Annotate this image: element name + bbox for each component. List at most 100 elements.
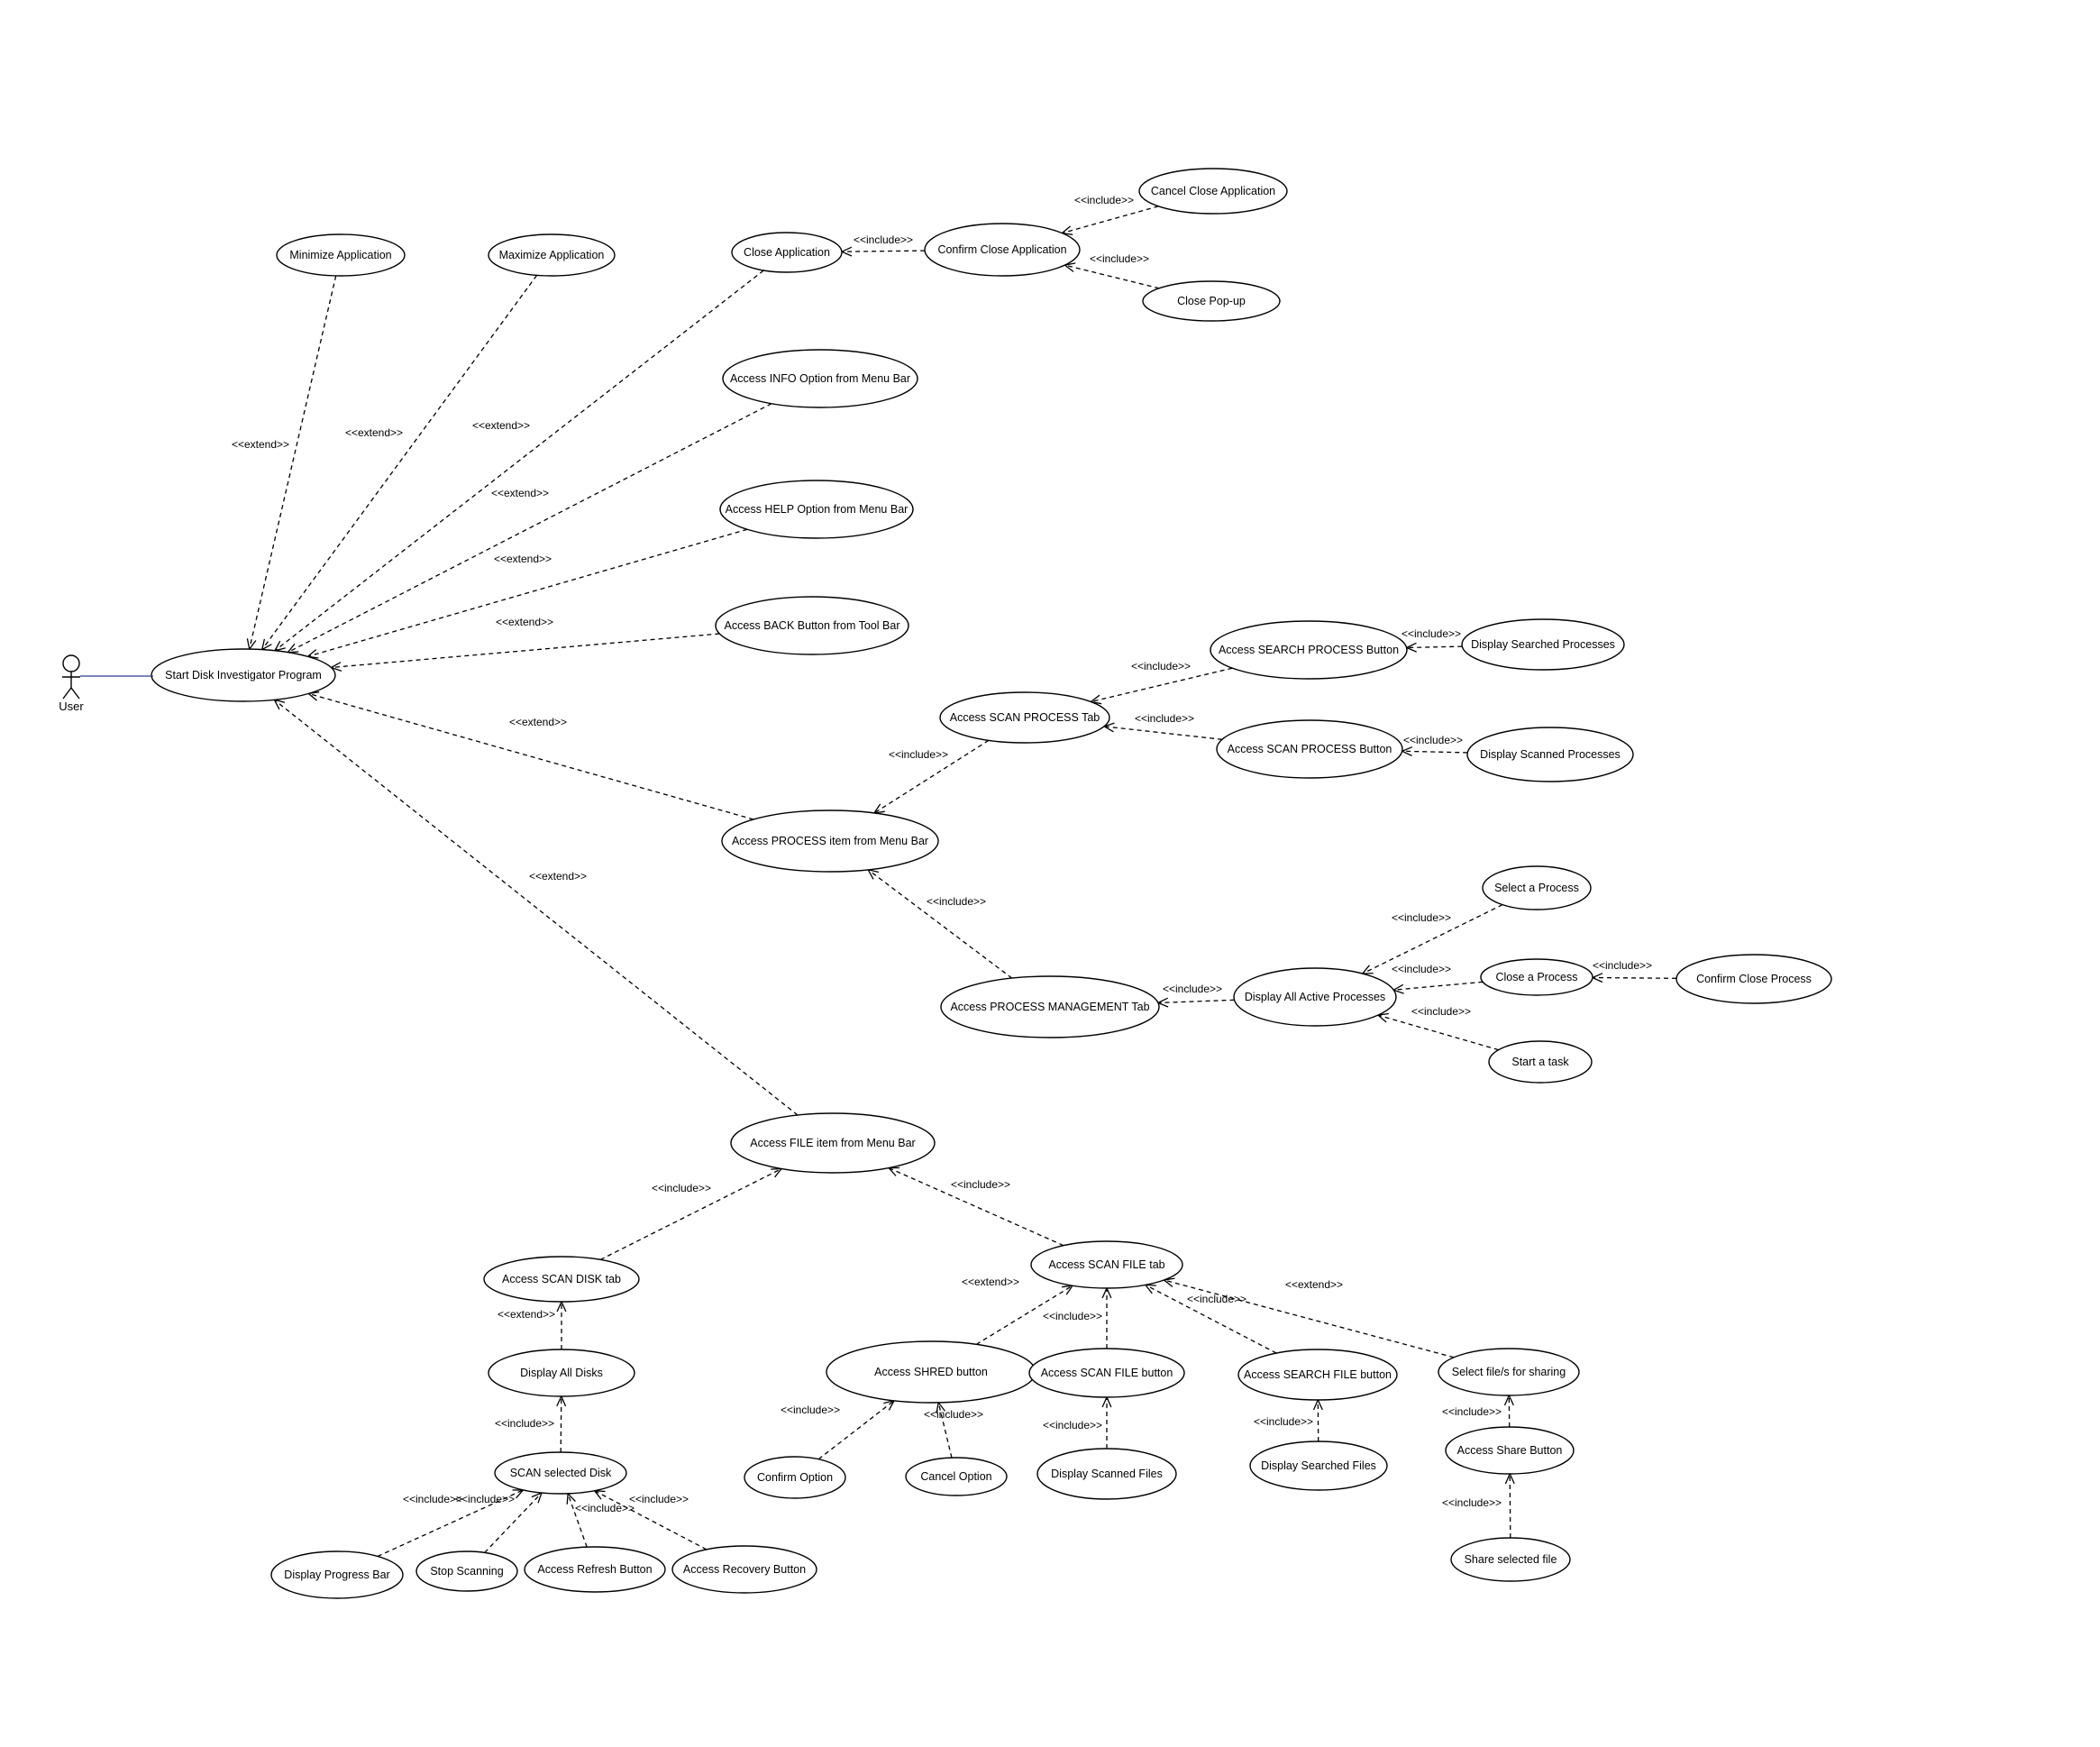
relation-line bbox=[1406, 645, 1463, 649]
use-case-disp-active-proc[interactable]: Display All Active Processes bbox=[1233, 967, 1397, 1027]
use-case-confirm-close-proc[interactable]: Confirm Close Process bbox=[1675, 954, 1832, 1004]
use-case-confirm-option[interactable]: Confirm Option bbox=[744, 1456, 846, 1499]
use-case-disp-searched-proc[interactable]: Display Searched Processes bbox=[1461, 618, 1625, 671]
use-case-process-item[interactable]: Access PROCESS item from Menu Bar bbox=[721, 809, 939, 873]
use-case-share-btn[interactable]: Access Share Button bbox=[1445, 1426, 1575, 1475]
use-case-disp-scanned-proc[interactable]: Display Scanned Processes bbox=[1466, 727, 1634, 782]
use-case-ellipse bbox=[1249, 1441, 1388, 1491]
use-case-label: Access Refresh Button bbox=[537, 1563, 652, 1576]
use-case-scan-disk-tab[interactable]: Access SCAN DISK tab bbox=[483, 1256, 640, 1303]
relation-label: <<include>> bbox=[1442, 1496, 1502, 1509]
relation-line bbox=[1509, 1473, 1511, 1539]
use-case-label: Display Scanned Files bbox=[1051, 1468, 1163, 1480]
relation-cancel_close_app-to-confirm_close_app: <<include>> bbox=[1060, 194, 1159, 235]
use-case-recovery-btn[interactable]: Access Recovery Button bbox=[671, 1545, 817, 1594]
relation-file_item-to-start: <<extend>> bbox=[273, 699, 799, 1116]
use-case-ellipse bbox=[1480, 958, 1593, 996]
use-case-label: Confirm Close Process bbox=[1696, 973, 1812, 985]
use-case-label: Access SEARCH PROCESS Button bbox=[1219, 644, 1399, 656]
use-case-ellipse bbox=[1142, 280, 1281, 322]
relation-confirm_close_app-to-close_app: <<include>> bbox=[840, 233, 926, 257]
relation-share_selected-to-share_btn: <<include>> bbox=[1442, 1472, 1515, 1539]
use-case-disp-searched-files[interactable]: Display Searched Files bbox=[1249, 1441, 1388, 1491]
use-case-search-proc-btn[interactable]: Access SEARCH PROCESS Button bbox=[1210, 620, 1408, 680]
use-case-search-file-btn[interactable]: Access SEARCH FILE button bbox=[1237, 1349, 1398, 1401]
use-case-proc-mgmt-tab[interactable]: Access PROCESS MANAGEMENT Tab bbox=[940, 975, 1160, 1038]
use-case-stop-scanning[interactable]: Stop Scanning bbox=[415, 1550, 518, 1592]
use-case-file-item[interactable]: Access FILE item from Menu Bar bbox=[730, 1112, 936, 1174]
relation-line bbox=[1145, 1284, 1277, 1354]
relations-layer: <<extend>> <<extend>> <<extend>> <<extend>>… bbox=[232, 194, 1677, 1558]
use-case-start-task[interactable]: Start a task bbox=[1488, 1040, 1593, 1084]
relation-start_task-to-disp_active_proc: <<include>> bbox=[1376, 1005, 1499, 1051]
use-case-share-selected[interactable]: Share selected file bbox=[1450, 1537, 1571, 1582]
relation-close_app-to-start: <<extend>> bbox=[273, 270, 764, 652]
use-case-ellipse bbox=[483, 1256, 640, 1303]
relation-line bbox=[841, 250, 926, 252]
use-case-start[interactable]: Start Disk Investigator Program bbox=[151, 648, 336, 702]
relation-label: <<include>> bbox=[403, 1493, 462, 1505]
relation-line bbox=[1592, 976, 1677, 979]
use-case-disp-scanned-files[interactable]: Display Scanned Files bbox=[1036, 1448, 1177, 1500]
use-case-label: Close Application bbox=[744, 246, 830, 259]
use-case-label: Display Scanned Processes bbox=[1480, 748, 1621, 761]
use-case-back[interactable]: Access BACK Button from Tool Bar bbox=[715, 596, 909, 655]
use-case-close-app[interactable]: Close Application bbox=[731, 232, 843, 273]
relation-label: <<include>> bbox=[1131, 660, 1191, 672]
use-case-ellipse bbox=[744, 1456, 846, 1499]
use-case-minimize[interactable]: Minimize Application bbox=[276, 233, 406, 277]
use-case-label: Access SCAN DISK tab bbox=[502, 1273, 621, 1285]
use-case-disp-progress[interactable]: Display Progress Bar bbox=[270, 1550, 404, 1599]
use-case-label: Confirm Option bbox=[757, 1471, 833, 1484]
use-case-ellipse bbox=[719, 480, 914, 539]
relation-label: <<include>> bbox=[1254, 1415, 1313, 1428]
use-case-close-popup[interactable]: Close Pop-up bbox=[1142, 280, 1281, 322]
use-case-close-proc[interactable]: Close a Process bbox=[1480, 958, 1593, 996]
relation-line bbox=[484, 1492, 543, 1553]
use-case-scan-proc-btn[interactable]: Access SCAN PROCESS Button bbox=[1216, 719, 1403, 779]
use-case-ellipse bbox=[939, 691, 1110, 744]
use-case-label: Start Disk Investigator Program bbox=[165, 669, 322, 681]
use-case-cancel-close-app[interactable]: Cancel Close Application bbox=[1138, 168, 1288, 215]
relation-line bbox=[937, 1402, 953, 1459]
use-case-scan-proc-tab[interactable]: Access SCAN PROCESS Tab bbox=[939, 691, 1110, 744]
relation-label: <<extend>> bbox=[509, 716, 567, 728]
use-case-select-share[interactable]: Select file/s for sharing bbox=[1438, 1348, 1580, 1396]
use-case-label: Access SCAN FILE tab bbox=[1048, 1258, 1164, 1271]
use-case-cancel-option[interactable]: Cancel Option bbox=[905, 1457, 1008, 1496]
arrowhead bbox=[286, 643, 299, 654]
use-case-maximize[interactable]: Maximize Application bbox=[488, 233, 616, 277]
relation-line bbox=[873, 739, 990, 814]
relation-recovery_btn-to-scan_selected_disk: <<include>> bbox=[593, 1489, 708, 1550]
use-case-disp-all-disks[interactable]: Display All Disks bbox=[488, 1349, 635, 1397]
relation-line bbox=[1393, 981, 1484, 991]
use-case-label: Close Pop-up bbox=[1177, 295, 1246, 307]
use-case-scan-file-tab[interactable]: Access SCAN FILE tab bbox=[1030, 1240, 1183, 1289]
use-case-confirm-close-app[interactable]: Confirm Close Application bbox=[924, 223, 1081, 277]
arrowhead bbox=[872, 803, 885, 814]
relation-label: <<extend>> bbox=[345, 426, 403, 439]
relation-line bbox=[1164, 1279, 1455, 1358]
relation-label: <<include>> bbox=[1442, 1405, 1502, 1418]
use-case-ellipse bbox=[1216, 719, 1403, 779]
use-case-scan-file-btn[interactable]: Access SCAN FILE button bbox=[1028, 1348, 1185, 1398]
relation-label: <<include>> bbox=[575, 1502, 635, 1514]
relation-maximize-to-start: <<extend>> bbox=[260, 275, 538, 651]
use-case-scan-selected-disk[interactable]: SCAN selected Disk bbox=[494, 1451, 627, 1495]
relation-label: <<include>> bbox=[1392, 963, 1451, 975]
use-case-refresh-btn[interactable]: Access Refresh Button bbox=[524, 1546, 666, 1593]
relation-label: <<include>> bbox=[1402, 627, 1461, 640]
use-case-ellipse bbox=[494, 1451, 627, 1495]
use-case-ellipse bbox=[1445, 1426, 1575, 1475]
relation-disp_all_disks-to-scan_disk_tab: <<extend>> bbox=[498, 1300, 567, 1349]
relation-share_btn-to-select_share: <<include>> bbox=[1442, 1394, 1514, 1428]
use-case-label: Confirm Close Application bbox=[937, 243, 1066, 256]
use-case-help[interactable]: Access HELP Option from Menu Bar bbox=[719, 480, 914, 539]
use-case-select-proc[interactable]: Select a Process bbox=[1482, 865, 1592, 910]
relation-line bbox=[1362, 904, 1503, 974]
use-case-shred-btn[interactable]: Access SHRED button bbox=[826, 1340, 1036, 1404]
use-case-ellipse bbox=[1438, 1348, 1580, 1396]
use-case-info[interactable]: Access INFO Option from Menu Bar bbox=[722, 349, 918, 408]
relation-label: <<extend>> bbox=[232, 438, 289, 451]
relation-label: <<include>> bbox=[1043, 1419, 1102, 1431]
